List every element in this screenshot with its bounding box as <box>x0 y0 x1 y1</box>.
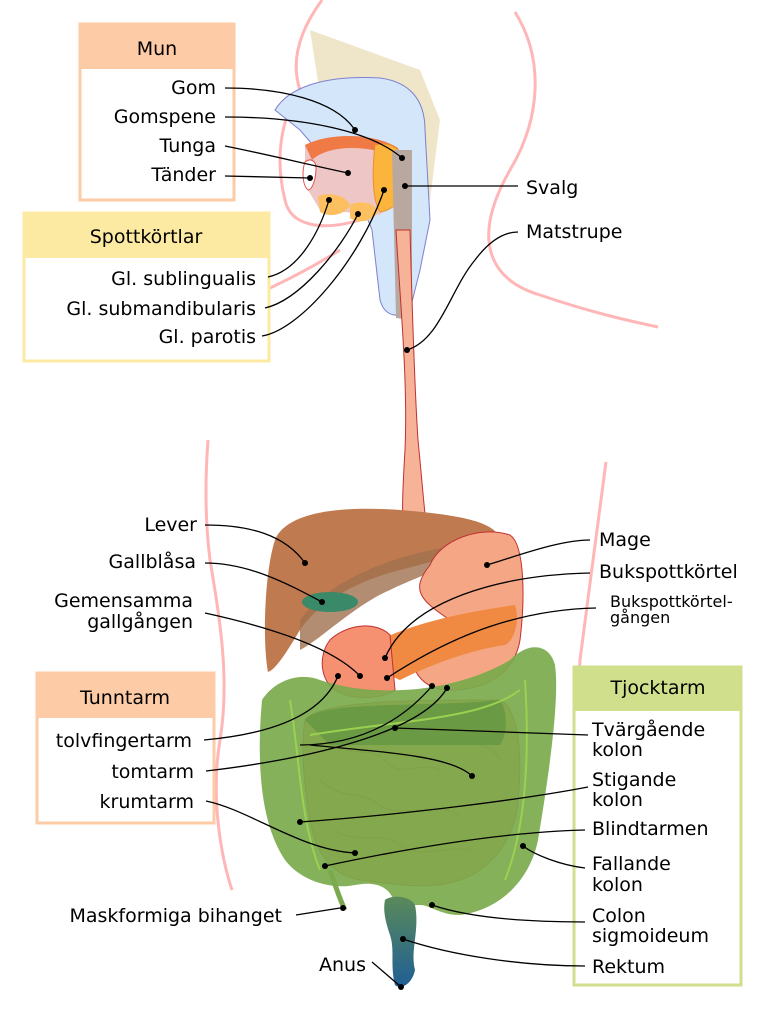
box-spottkortlar: Spottkörtlar Gl. sublingualis Gl. subman… <box>22 211 271 363</box>
label-rektum: Rektum <box>592 956 665 978</box>
leader-lines <box>203 87 597 987</box>
label-tunga: Tunga <box>158 135 216 157</box>
label-blindtarmen: Blindtarmen <box>592 818 709 840</box>
head-organs <box>274 30 440 320</box>
label-tomtarm: tomtarm <box>111 761 194 783</box>
colon-shape <box>259 647 557 915</box>
label-krumtarm: krumtarm <box>100 791 194 813</box>
anchor-dots <box>297 127 526 990</box>
label-gl-submandibularis: Gl. submandibularis <box>66 298 256 320</box>
box-tjocktarm-title: Tjocktarm <box>609 677 705 699</box>
label-gl-sublingualis: Gl. sublingualis <box>111 268 256 290</box>
gallbladder-shape <box>302 592 358 612</box>
box-spottkortlar-title: Spottkörtlar <box>90 226 203 248</box>
label-bukspottkortel: Bukspottkörtel <box>599 561 738 583</box>
box-mun: Mun Gom Gomspene Tunga Tänder <box>78 22 236 202</box>
label-maskformiga-bihanget: Maskformiga bihanget <box>69 905 282 927</box>
label-tander: Tänder <box>150 164 216 186</box>
label-matstrupe: Matstrupe <box>526 221 622 243</box>
label-svalg: Svalg <box>526 177 578 199</box>
label-anus: Anus <box>319 954 366 976</box>
label-bukspottkortelgangen: Bukspottkörtel-gången <box>610 592 733 627</box>
box-tunntarm: Tunntarm tolvfingertarm tomtarm krumtarm <box>35 671 216 825</box>
label-gom: Gom <box>171 77 216 99</box>
label-tolvfingertarm: tolvfingertarm <box>56 730 192 752</box>
label-gl-parotis: Gl. parotis <box>159 326 256 348</box>
box-tunntarm-title: Tunntarm <box>79 687 170 709</box>
box-mun-title: Mun <box>137 38 177 60</box>
label-mage: Mage <box>599 529 651 551</box>
rectum-shape <box>384 896 417 987</box>
label-gallblasa: Gallblåsa <box>109 550 196 573</box>
label-gomspene: Gomspene <box>114 106 216 128</box>
label-lever: Lever <box>144 514 197 536</box>
